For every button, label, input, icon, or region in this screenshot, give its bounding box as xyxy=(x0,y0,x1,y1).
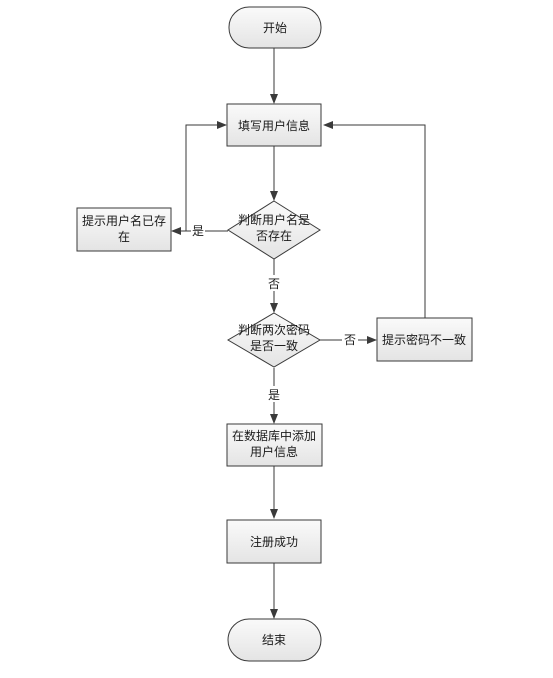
edge-label-password-yes: 是 xyxy=(268,388,280,402)
node-check-password-label-line2: 是否一致 xyxy=(250,339,298,353)
node-add-to-db-label-line1: 在数据库中添加 xyxy=(232,428,316,443)
node-start-label: 开始 xyxy=(263,21,287,35)
edge-password-mismatch-back-to-fill-info xyxy=(323,121,426,318)
node-password-mismatch: 提示密码不一致 xyxy=(376,317,473,362)
node-register-success: 注册成功 xyxy=(226,519,322,564)
node-add-to-db: 在数据库中添加 用户信息 xyxy=(226,423,323,467)
node-check-username-label-line1: 判断用户名是 xyxy=(238,212,310,227)
node-start: 开始 xyxy=(228,6,322,49)
node-username-exists-label-line1: 提示用户名已存 xyxy=(82,213,166,228)
node-check-password: 判断两次密码 是否一致 xyxy=(227,312,321,368)
node-check-username: 判断用户名是 否存在 xyxy=(227,200,321,260)
edge-username-exists-back-to-fill-info xyxy=(185,121,227,231)
node-register-success-label: 注册成功 xyxy=(250,534,298,549)
edge-label-username-no: 否 xyxy=(268,277,280,291)
node-end-label: 结束 xyxy=(262,633,286,647)
node-check-username-label-line2: 否存在 xyxy=(256,229,292,243)
node-username-exists-label-line2: 在 xyxy=(118,230,130,244)
node-add-to-db-label-line2: 用户信息 xyxy=(250,444,298,459)
edge-labels: 是 否 否 是 xyxy=(191,222,358,402)
node-check-password-label-line1: 判断两次密码 xyxy=(238,322,310,337)
edge-label-username-yes: 是 xyxy=(192,224,204,238)
node-username-exists: 提示用户名已存 在 xyxy=(76,207,172,252)
node-end: 结束 xyxy=(227,618,322,662)
node-password-mismatch-label: 提示密码不一致 xyxy=(382,332,466,347)
node-fill-info-label: 填写用户信息 xyxy=(238,118,310,133)
edge-label-password-no: 否 xyxy=(344,333,356,347)
node-fill-info: 填写用户信息 xyxy=(226,103,322,147)
